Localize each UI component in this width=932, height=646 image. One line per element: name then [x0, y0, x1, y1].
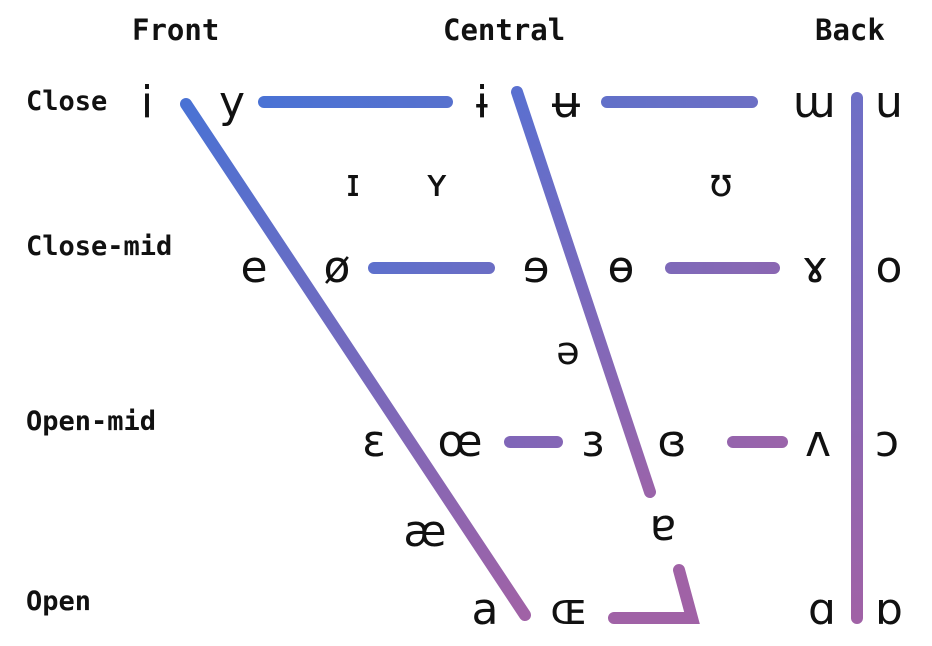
- vowel-near-close-front-unrounded: ɪ: [346, 161, 360, 205]
- vowel-close-back-unrounded: ɯ: [793, 77, 836, 128]
- vowel-close-back-rounded: u: [875, 77, 903, 128]
- vowel-open-front-unrounded: a: [472, 584, 499, 635]
- vowel-open-mid-back-rounded: ɔ: [875, 416, 899, 467]
- vowel-close-central-rounded: ʉ: [552, 77, 580, 128]
- vowel-open-back-unrounded: ɑ: [808, 584, 836, 635]
- vowel-close-front-unrounded: i: [141, 77, 153, 128]
- vowel-open-front-rounded: ɶ: [550, 584, 588, 635]
- central-line: [511, 86, 656, 498]
- vowel-open-mid-central-unrounded: ɜ: [581, 416, 604, 467]
- vowel-near-open-front-unrounded: æ: [403, 506, 446, 557]
- vowel-mid-central: ə: [556, 329, 579, 373]
- row-label-close: Close: [26, 86, 107, 117]
- vowel-close-mid-front-rounded: ø: [324, 242, 351, 293]
- row-label-open: Open: [26, 586, 91, 617]
- vowel-open-mid-front-rounded: œ: [437, 416, 482, 467]
- vowel-close-mid-front-unrounded: e: [240, 242, 267, 293]
- vowel-open-mid-back-unrounded: ʌ: [805, 416, 831, 467]
- vowel-near-close-front-rounded: ʏ: [425, 161, 448, 205]
- header-front: Front: [132, 13, 219, 47]
- open-bottom-line: [608, 564, 700, 624]
- vowel-close-mid-back-unrounded: ɤ: [802, 242, 828, 293]
- vowel-open-mid-front-unrounded: ɛ: [362, 416, 386, 467]
- vowel-close-mid-central-unrounded: ɘ: [522, 242, 549, 293]
- vowel-open-back-rounded: ɒ: [875, 584, 903, 635]
- vowel-near-close-back-rounded: ʊ: [709, 161, 732, 205]
- vowel-close-front-rounded: y: [219, 77, 245, 128]
- header-central: Central: [443, 13, 565, 47]
- vowel-close-mid-central-rounded: ɵ: [608, 242, 635, 293]
- vowel-open-mid-central-rounded: ɞ: [657, 416, 686, 467]
- front-edge-line: [180, 98, 531, 621]
- row-label-open-mid: Open-mid: [26, 406, 156, 437]
- row-label-close-mid: Close-mid: [26, 231, 172, 262]
- vowel-close-mid-back-rounded: o: [876, 242, 903, 293]
- vowel-close-central-unrounded: ɨ: [476, 77, 488, 128]
- vowel-near-open-central: ɐ: [650, 500, 676, 551]
- header-back: Back: [815, 13, 885, 47]
